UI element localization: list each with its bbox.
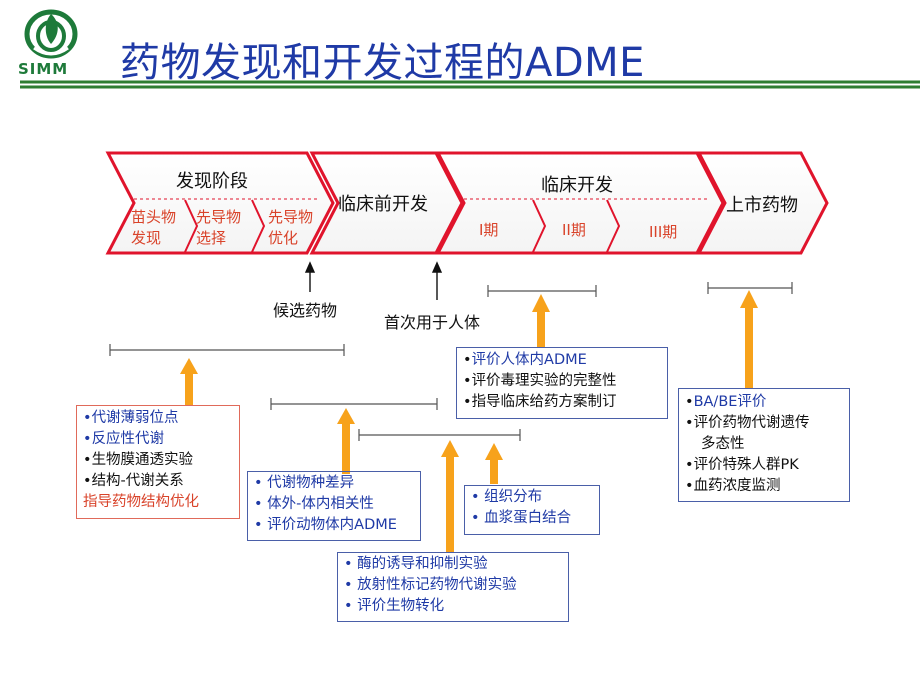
box2-item: • 评价动物体内ADME [254,517,397,533]
box3-item: • 酶的诱导和抑制实验 [344,556,488,572]
box1-item: •反应性代谢 [83,431,165,447]
orange-arrows [180,290,758,553]
milestone-first-human: 首次用于人体 [384,313,481,332]
range-brackets [109,282,793,441]
box1-item: •代谢薄弱位点 [83,410,179,426]
box6-item: •血药浓度监测 [685,478,781,494]
box5-item: •评价毒理实验的完整性 [463,373,617,389]
adme-box-lead-optimization: • 代谢物种差异 • 体外-体内相关性 • 评价动物体内ADME [247,471,421,541]
stage-clinical-label: 临床开发 [541,175,613,196]
stage-sub2-label: 先导物选择 [196,208,242,247]
adme-box-market: •BA/BE评价 •评价药物代谢遗传 多态性 •评价特殊人群PK •血药浓度监测 [678,388,850,502]
milestone-candidate: 候选药物 [273,301,338,320]
page-title: 药物发现和开发过程的ADME [120,40,645,86]
logo-text: SIMM [18,60,69,78]
box2-item: • 代谢物种差异 [254,475,355,491]
box2-item: • 体外-体内相关性 [254,496,374,512]
adme-box-clinical: •评价人体内ADME •评价毒理实验的完整性 •指导临床给药方案制订 [456,347,668,419]
chevron-market [696,151,829,255]
simm-logo-icon [24,9,78,59]
chevron-preclinical [309,151,464,255]
box1-item: •生物膜通透实验 [83,452,194,468]
chevron-discovery [105,151,335,255]
box6-item: 多态性 [701,436,745,452]
stage-sub3-label: 先导物优化 [268,208,314,247]
box3-item: • 放射性标记药物代谢实验 [344,577,517,593]
stage-discovery-label: 发现阶段 [176,171,248,192]
box3-item: • 评价生物转化 [344,598,445,614]
box6-item: •BA/BE评价 [685,394,767,410]
box1-item: 指导药物结构优化 [83,494,199,510]
box4-item: • 组织分布 [471,489,543,505]
stage-phase1-label: I期 [479,221,499,239]
stage-preclinical-label: 临床前开发 [338,194,428,215]
stage-market-label: 上市药物 [726,195,798,216]
chevron-clinical [435,151,725,255]
header-divider [20,80,920,89]
adme-box-discovery: •代谢薄弱位点 •反应性代谢 •生物膜通透实验 •结构-代谢关系 指导药物结构优… [76,405,240,519]
stage-sub1-label: 苗头物发现 [131,208,177,247]
box4-item: • 血浆蛋白结合 [471,510,572,526]
adme-box-distribution: • 组织分布 • 血浆蛋白结合 [464,485,600,535]
box6-item: •评价药物代谢遗传 [685,415,810,431]
box1-item: •结构-代谢关系 [83,473,184,489]
stage-phase2-label: II期 [562,221,586,239]
box5-item: •评价人体内ADME [463,352,587,368]
box6-item: •评价特殊人群PK [685,457,799,473]
stage-phase3-label: III期 [649,223,678,241]
box5-item: •指导临床给药方案制订 [463,394,617,410]
adme-box-preclinical: • 酶的诱导和抑制实验 • 放射性标记药物代谢实验 • 评价生物转化 [337,552,569,622]
